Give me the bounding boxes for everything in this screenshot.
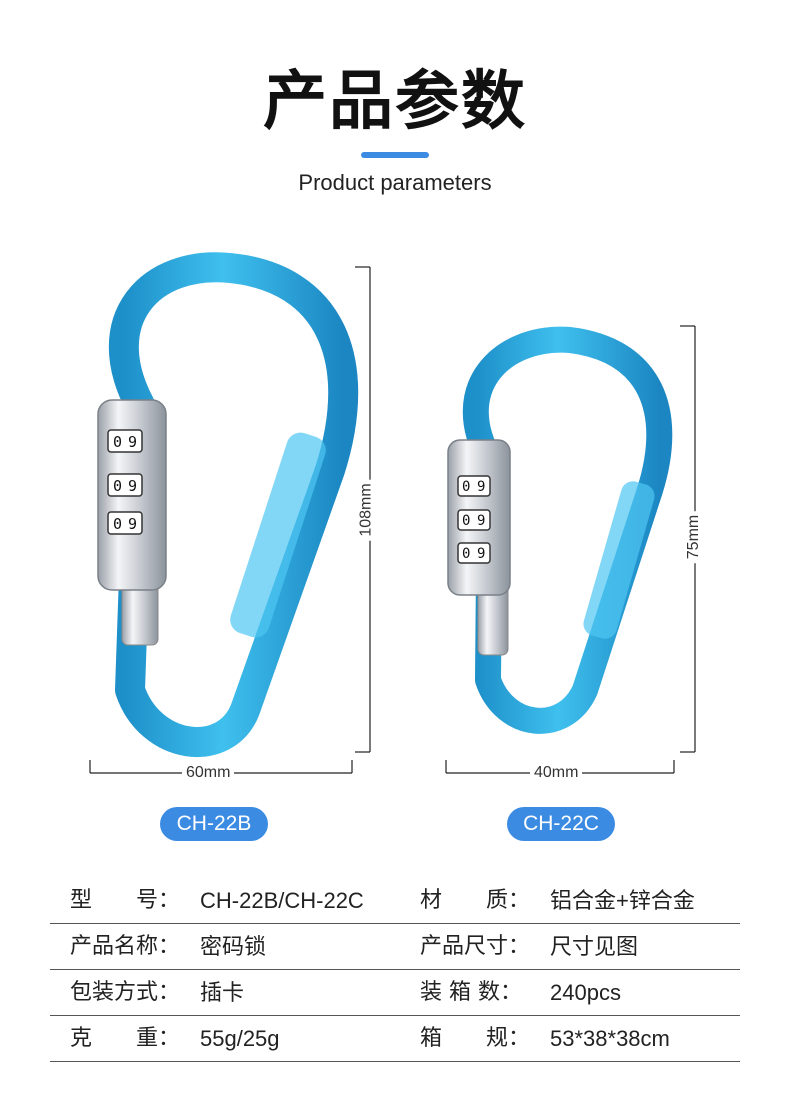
spec-value: 240pcs — [550, 980, 621, 1005]
spec-label: 产品名称： — [70, 934, 181, 959]
spec-row: 产品名称： 密码锁 产品尺寸： 尺寸见图 — [50, 924, 740, 970]
spec-label: 包装方式： — [70, 980, 181, 1005]
lock-digit: 9 — [128, 515, 137, 533]
model-badge-large: CH-22B — [160, 807, 268, 841]
dimension-height-large: 108mm — [356, 479, 377, 541]
spec-value: CH-22B/CH-22C — [200, 888, 364, 913]
lock-digit: 9 — [477, 546, 485, 562]
page-subtitle: Product parameters — [298, 170, 492, 195]
lock-digit: 0 — [462, 513, 470, 529]
spec-row: 克 重： 55g/25g 箱 规： 53*38*38cm — [50, 1016, 740, 1062]
lock-digit: 0 — [113, 515, 122, 533]
spec-value: 密码锁 — [200, 934, 267, 959]
spec-value: 53*38*38cm — [550, 1026, 670, 1051]
lock-digit: 0 — [113, 433, 122, 451]
model-badge-small: CH-22C — [507, 807, 615, 841]
lock-digit: 0 — [113, 477, 122, 495]
spec-label: 箱 规： — [420, 1026, 531, 1051]
spec-row: 型 号： CH-22B/CH-22C 材 质： 铝合金+锌合金 — [50, 878, 740, 924]
spec-label: 型 号： — [70, 888, 181, 913]
spec-label: 材 质： — [420, 888, 531, 913]
title-underline — [361, 152, 429, 158]
page-title: 产品参数 — [263, 65, 527, 139]
lock-digit: 0 — [462, 479, 470, 495]
spec-row: 包装方式： 插卡 装 箱 数： 240pcs — [50, 970, 740, 1016]
lock-digit: 0 — [462, 546, 470, 562]
dimension-width-small: 40mm — [530, 763, 583, 783]
carabiner-small: 0 9 0 9 0 9 — [447, 326, 673, 734]
spec-value: 铝合金+锌合金 — [550, 888, 695, 913]
lock-digit: 9 — [128, 477, 137, 495]
lock-digit: 9 — [477, 479, 485, 495]
dimension-height-small: 75mm — [684, 510, 705, 564]
spec-label: 装 箱 数： — [420, 980, 522, 1005]
spec-value: 尺寸见图 — [550, 934, 639, 959]
lock-digit: 9 — [477, 513, 485, 529]
spec-value: 插卡 — [200, 980, 245, 1005]
spec-table: 型 号： CH-22B/CH-22C 材 质： 铝合金+锌合金 产品名称： 密码… — [50, 878, 740, 1062]
spec-value: 55g/25g — [200, 1026, 280, 1051]
combination-lock-large: 0 9 0 9 0 9 — [97, 399, 167, 646]
spec-label: 克 重： — [70, 1026, 181, 1051]
lock-digit: 9 — [128, 433, 137, 451]
product-illustration: 0 9 0 9 0 9 0 9 0 9 0 — [89, 252, 696, 774]
spec-label: 产品尺寸： — [420, 934, 531, 959]
combination-lock-small: 0 9 0 9 0 9 — [447, 439, 511, 656]
dimension-width-large: 60mm — [182, 763, 235, 783]
carabiner-large: 0 9 0 9 0 9 — [97, 252, 359, 757]
